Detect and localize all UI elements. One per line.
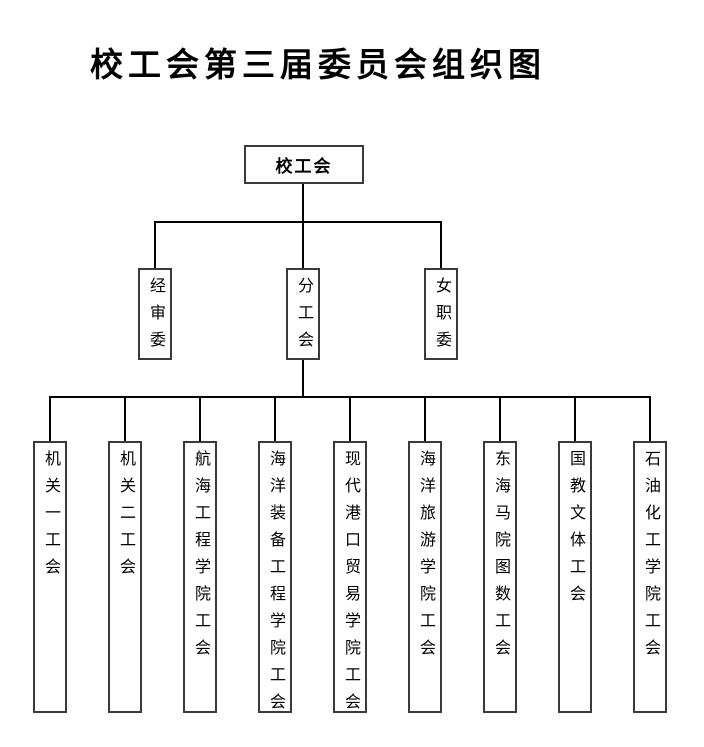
org-node-office-union-2: 机关二工会	[108, 441, 142, 713]
connector-drop-level3-5	[349, 396, 351, 441]
org-node-audit-committee-label: 经审委	[147, 277, 164, 358]
connector-drop-level2-3	[440, 221, 442, 268]
connector-drop-level3-4	[274, 396, 276, 441]
connector-drop-level2-1	[154, 221, 156, 268]
connector-level2-bus	[154, 221, 442, 223]
org-node-women-committee: 女职委	[424, 268, 458, 360]
connector-drop-level3-2	[124, 396, 126, 441]
org-node-marine-tourism-college-union: 海洋旅游学院工会	[408, 441, 442, 713]
org-node-root: 校工会	[244, 145, 364, 184]
connector-branch-stem	[302, 360, 304, 397]
org-node-office-union-2-label: 机关二工会	[117, 450, 134, 585]
org-node-port-trade-college-union-label: 现代港口贸易学院工会	[342, 450, 359, 720]
org-node-marine-tourism-college-union-label: 海洋旅游学院工会	[417, 450, 434, 666]
org-node-marine-equipment-college-union-label: 海洋装备工程学院工会	[267, 450, 284, 720]
connector-drop-level3-1	[49, 396, 51, 441]
org-node-navigation-college-union-label: 航海工程学院工会	[192, 450, 209, 666]
org-node-marine-equipment-college-union: 海洋装备工程学院工会	[258, 441, 292, 720]
connector-root-stem	[302, 184, 304, 222]
org-node-donghai-library-union-label: 东海马院图数工会	[492, 450, 509, 666]
org-node-navigation-college-union: 航海工程学院工会	[183, 441, 217, 713]
connector-drop-level3-6	[424, 396, 426, 441]
connector-drop-level3-7	[499, 396, 501, 441]
org-node-women-committee-label: 女职委	[433, 277, 450, 358]
org-node-branch-union: 分工会	[286, 268, 320, 360]
connector-drop-level3-8	[574, 396, 576, 441]
org-node-office-union-1-label: 机关一工会	[42, 450, 59, 585]
org-node-audit-committee: 经审委	[138, 268, 172, 360]
org-node-root-label: 校工会	[275, 157, 333, 176]
connector-drop-level2-2	[302, 221, 304, 268]
org-node-port-trade-college-union: 现代港口贸易学院工会	[333, 441, 367, 720]
page-title: 校工会第三届委员会组织图	[90, 48, 546, 84]
org-node-branch-union-label: 分工会	[295, 277, 312, 358]
connector-drop-level3-9	[649, 396, 651, 441]
connector-drop-level3-3	[199, 396, 201, 441]
org-node-intl-edu-culture-sports-union-label: 国教文体工会	[567, 450, 584, 612]
org-node-office-union-1: 机关一工会	[33, 441, 67, 713]
org-node-donghai-library-union: 东海马院图数工会	[483, 441, 517, 713]
org-node-petrochemical-college-union: 石油化工学院工会	[633, 441, 667, 713]
org-node-petrochemical-college-union-label: 石油化工学院工会	[642, 450, 659, 666]
org-node-intl-edu-culture-sports-union: 国教文体工会	[558, 441, 592, 713]
